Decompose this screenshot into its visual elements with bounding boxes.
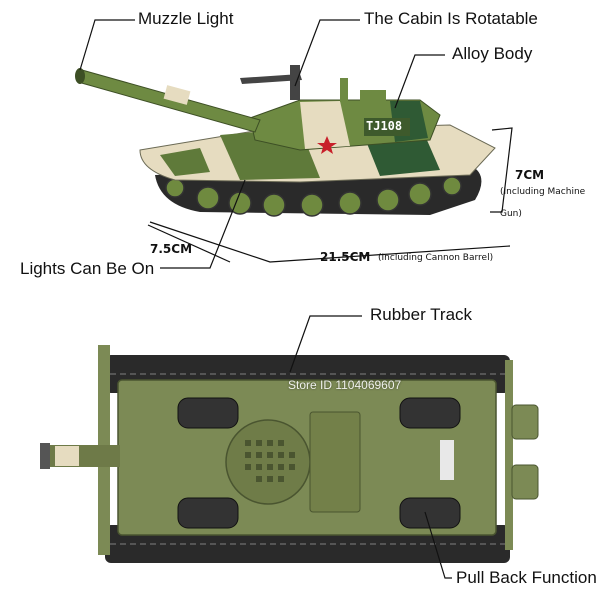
height-note-2: Gun) [500,209,522,219]
pull-back-label: Pull Back Function [456,568,597,587]
alloy-body-label: Alloy Body [452,44,533,63]
tank-marking: TJ108 [366,119,403,133]
callout-lines [79,19,513,269]
store-watermark: Store ID 1104069607 [288,378,402,392]
callout-lines-bottom [289,315,452,579]
red-star-emblem [317,136,337,154]
height-value: 7CM [515,168,545,182]
speaker-grille [225,419,311,505]
underside-wheels [177,397,461,529]
machine-gun [240,65,302,100]
rubber-track-label: Rubber Track [370,305,473,324]
battery-compartment [309,411,361,513]
width-value: 7.5CM [150,242,193,256]
length-note: (Including Cannon Barrel) [378,253,494,263]
muzzle-light-label: Muzzle Light [138,9,234,28]
height-note-1: (Including Machine [500,187,586,197]
cabin-rotatable-label: The Cabin Is Rotatable [364,9,538,28]
lights-on-label: Lights Can Be On [20,259,155,278]
tank-side-view [75,19,513,269]
length-value: 21.5CM [320,250,371,264]
road-wheels [165,176,462,217]
